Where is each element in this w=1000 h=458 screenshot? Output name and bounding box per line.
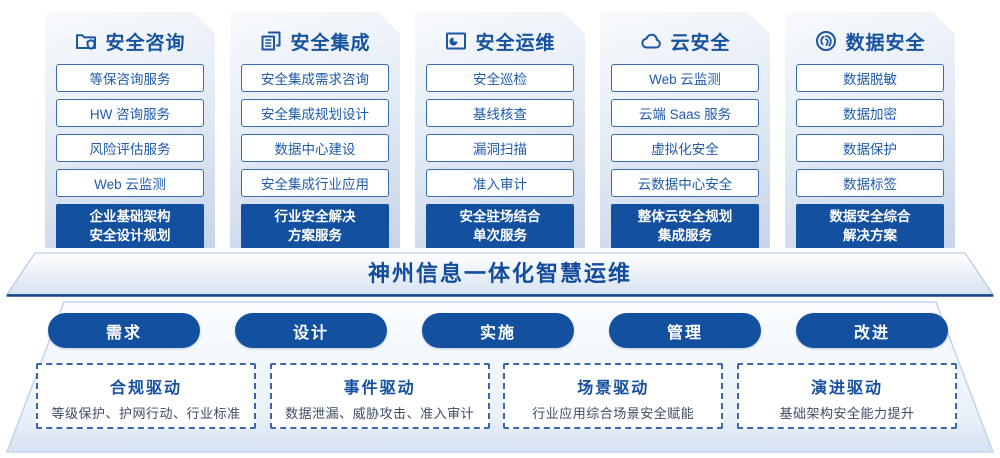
process-pill[interactable]: 实施 — [422, 313, 574, 348]
service-highlight-box[interactable]: 整体云安全规划 集成服务 — [611, 204, 759, 250]
service-item[interactable]: 准入审计 — [426, 169, 574, 197]
service-item[interactable]: 漏洞扫描 — [426, 134, 574, 162]
service-column-title: 安全运维 — [475, 32, 556, 54]
service-item[interactable]: 云数据中心安全 — [611, 169, 759, 197]
service-item[interactable]: 等保咨询服务 — [56, 64, 204, 92]
cloud-icon — [639, 29, 663, 53]
service-item[interactable]: 数据脱敏 — [796, 64, 944, 92]
service-item-list: 等保咨询服务 HW 咨询服务风险评估服务 Web 云监测 — [56, 64, 204, 197]
service-column-title: 安全集成 — [290, 32, 371, 54]
service-highlight-box[interactable]: 企业基础架构 安全设计规划 — [56, 204, 204, 250]
driver-description: 等级保护、护网行动、行业标准 — [51, 406, 241, 421]
driver-box: 事件驱动 数据泄漏、威胁攻击、准入审计 — [269, 363, 490, 429]
service-item[interactable]: 安全集成需求咨询 — [241, 64, 389, 92]
driver-title: 合规驱动 — [109, 380, 182, 397]
service-column-card: 云安全 Web 云监测云端 Saas 服务虚拟化安全云数据中心安全 整体云安全规… — [600, 12, 770, 248]
service-item[interactable]: 数据加密 — [796, 99, 944, 127]
service-item[interactable]: HW 咨询服务 — [56, 99, 204, 127]
driver-title: 事件驱动 — [343, 380, 416, 397]
service-item[interactable]: 风险评估服务 — [56, 134, 204, 162]
service-highlight-box[interactable]: 行业安全解决 方案服务 — [241, 204, 389, 250]
driver-box: 合规驱动 等级保护、护网行动、行业标准 — [36, 363, 256, 429]
driver-title: 场景驱动 — [577, 380, 650, 397]
service-item[interactable]: 数据保护 — [796, 134, 944, 162]
service-item-list: 安全巡检基线核查漏洞扫描准入审计 — [426, 64, 574, 197]
service-item[interactable]: 虚拟化安全 — [611, 134, 759, 162]
service-item-list: 数据脱敏数据加密数据保护数据标签 — [796, 64, 944, 197]
process-pill[interactable]: 管理 — [609, 313, 761, 348]
service-item[interactable]: 数据标签 — [796, 169, 944, 197]
process-pill[interactable]: 需求 — [48, 313, 200, 348]
process-pill[interactable]: 设计 — [235, 313, 387, 348]
service-highlight-box[interactable]: 数据安全综合 解决方案 — [796, 204, 944, 250]
service-columns-row: 安全咨询 等保咨询服务 HW 咨询服务风险评估服务 Web 云监测 企业基础架构 安… — [45, 12, 955, 248]
service-column-header: 云安全 — [600, 25, 770, 57]
documents-icon — [259, 29, 283, 53]
driver-box: 演进驱动 基础架构安全能力提升 — [736, 363, 957, 429]
service-item[interactable]: 云端 Saas 服务 — [611, 99, 759, 127]
service-column-card: 安全集成 安全集成需求咨询安全集成规划设计数据中心建设安全集成行业应用 行业安全… — [230, 12, 400, 248]
service-column-header: 安全运维 — [415, 25, 585, 57]
process-pills-row: 需求设计实施管理改进 — [48, 313, 948, 348]
service-column-card: 安全咨询 等保咨询服务 HW 咨询服务风险评估服务 Web 云监测 企业基础架构 安… — [45, 12, 215, 248]
service-column-header: 数据安全 — [785, 25, 955, 57]
service-item-list: 安全集成需求咨询安全集成规划设计数据中心建设安全集成行业应用 — [241, 64, 389, 197]
driver-description: 基础架构安全能力提升 — [779, 406, 915, 421]
service-column-header: 安全咨询 — [45, 25, 215, 57]
driver-boxes-row: 合规驱动 等级保护、护网行动、行业标准 事件驱动 数据泄漏、威胁攻击、准入审计 … — [36, 363, 957, 429]
service-column-title: 安全咨询 — [105, 32, 186, 54]
service-item[interactable]: 安全集成行业应用 — [241, 169, 389, 197]
driver-description: 数据泄漏、威胁攻击、准入审计 — [285, 406, 475, 421]
service-item[interactable]: Web 云监测 — [56, 169, 204, 197]
service-column-header: 安全集成 — [230, 25, 400, 57]
folder-chart-icon — [444, 29, 468, 53]
driver-title: 演进驱动 — [810, 380, 883, 397]
service-item[interactable]: 安全集成规划设计 — [241, 99, 389, 127]
banner-trapezoid-shape — [5, 252, 995, 297]
service-column-card: 安全运维 安全巡检基线核查漏洞扫描准入审计 安全驻场结合 单次服务 — [415, 12, 585, 248]
platform-banner: 神州信息一体化智慧运维 — [5, 252, 995, 298]
service-column-title: 数据安全 — [845, 32, 926, 54]
service-item[interactable]: Web 云监测 — [611, 64, 759, 92]
service-item[interactable]: 安全巡检 — [426, 64, 574, 92]
service-item[interactable]: 数据中心建设 — [241, 134, 389, 162]
folder-shield-icon — [74, 29, 98, 53]
service-highlight-box[interactable]: 安全驻场结合 单次服务 — [426, 204, 574, 250]
driver-box: 场景驱动 行业应用综合场景安全赋能 — [503, 363, 724, 429]
driver-description: 行业应用综合场景安全赋能 — [532, 406, 695, 421]
service-column-title: 云安全 — [670, 32, 731, 54]
banner-title: 神州信息一体化智慧运维 — [367, 261, 632, 286]
service-item-list: Web 云监测云端 Saas 服务虚拟化安全云数据中心安全 — [611, 64, 759, 197]
service-item[interactable]: 基线核查 — [426, 99, 574, 127]
process-pill[interactable]: 改进 — [796, 313, 948, 348]
service-column-card: 数据安全 数据脱敏数据加密数据保护数据标签 数据安全综合 解决方案 — [785, 12, 955, 248]
fingerprint-icon — [814, 29, 838, 53]
